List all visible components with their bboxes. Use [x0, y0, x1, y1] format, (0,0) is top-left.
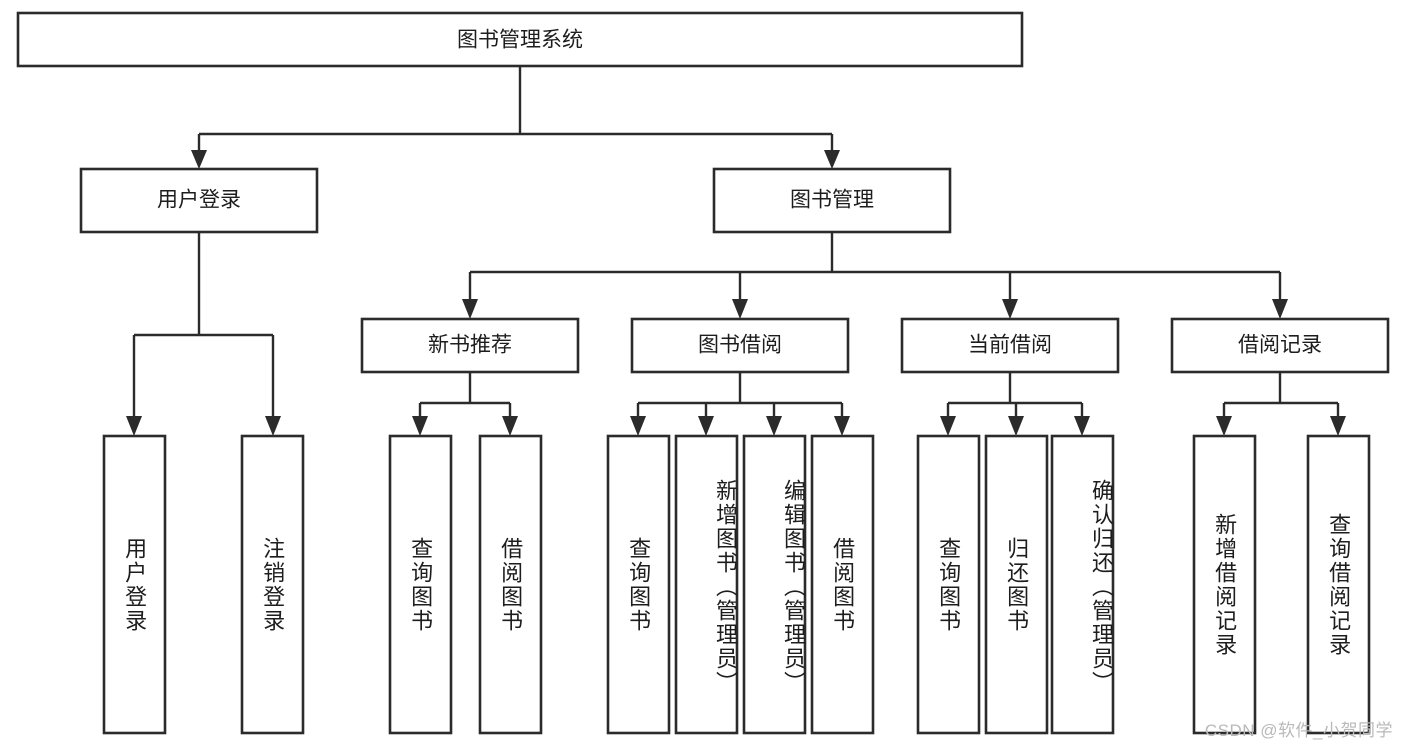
node-book-borrow[interactable]: 图书借阅: [630, 317, 850, 374]
connectors-user-login-to-leaves: [126, 232, 281, 436]
node-book-manage[interactable]: 图书管理: [712, 167, 952, 234]
arrow-current-borrow-leaf1: [940, 416, 956, 436]
connectors-book-manage-to-level3: [462, 232, 1288, 319]
leaf-box-current-borrow-1[interactable]: [916, 434, 981, 735]
leaf-box-book-borrow-4[interactable]: [810, 434, 875, 735]
node-user-login-box[interactable]: [79, 167, 319, 234]
arrow-to-book-borrow: [732, 299, 748, 319]
node-current-borrow[interactable]: 当前借阅: [900, 317, 1120, 374]
leaf-boxes-user-login: [102, 434, 305, 735]
leaf-box-borrow-records-1[interactable]: [1192, 434, 1257, 735]
leaf-box-borrow-records-2[interactable]: [1306, 434, 1371, 735]
node-book-borrow-box[interactable]: [630, 317, 850, 374]
leaf-boxes-current-borrow: [916, 434, 1115, 735]
arrow-current-borrow-leaf2: [1008, 416, 1024, 436]
arrow-to-borrow-records: [1272, 299, 1288, 319]
arrow-new-book-leaf1: [412, 416, 428, 436]
leaf-box-current-borrow-3[interactable]: [1050, 434, 1115, 735]
node-book-manage-label: 图书管理: [790, 189, 874, 212]
leaf-box-user-login-2[interactable]: [240, 434, 305, 735]
arrow-to-user-login: [191, 150, 207, 169]
connectors-root-to-level2: [191, 66, 840, 169]
node-borrow-records[interactable]: 借阅记录: [1170, 317, 1390, 374]
node-user-login[interactable]: 用户登录: [79, 167, 319, 234]
node-new-book-recommend-box[interactable]: [360, 317, 580, 374]
arrow-borrow-records-leaf1: [1216, 416, 1232, 436]
connectors-current-borrow-to-leaves: [940, 372, 1090, 436]
node-borrow-records-box[interactable]: [1170, 317, 1390, 374]
node-root[interactable]: 图书管理系统: [16, 11, 1024, 68]
connectors-book-borrow-to-leaves: [630, 372, 850, 436]
node-borrow-records-label: 借阅记录: [1238, 334, 1322, 357]
leaf-boxes-borrow-records: [1192, 434, 1371, 735]
leaf-box-book-borrow-1[interactable]: [606, 434, 671, 735]
node-current-borrow-box[interactable]: [900, 317, 1120, 374]
arrow-book-borrow-leaf4: [834, 416, 850, 436]
arrow-book-borrow-leaf3: [766, 416, 782, 436]
node-book-borrow-label: 图书借阅: [698, 334, 782, 357]
leaf-box-new-book-2[interactable]: [478, 434, 543, 735]
node-root-box[interactable]: [16, 11, 1024, 68]
arrow-to-current-borrow: [1002, 299, 1018, 319]
arrow-user-login-leaf1: [126, 416, 142, 436]
arrow-to-book-manage: [824, 150, 840, 169]
leaf-box-current-borrow-2[interactable]: [984, 434, 1049, 735]
node-current-borrow-label: 当前借阅: [968, 334, 1052, 357]
leaf-box-book-borrow-3[interactable]: [742, 434, 807, 735]
arrow-to-new-book: [462, 299, 478, 319]
leaf-box-user-login-1[interactable]: [102, 434, 167, 735]
leaf-boxes-new-book-recommend: [388, 434, 543, 735]
arrow-book-borrow-leaf1: [630, 416, 646, 436]
leaf-box-book-borrow-2[interactable]: [674, 434, 739, 735]
arrow-new-book-leaf2: [502, 416, 518, 436]
node-new-book-recommend[interactable]: 新书推荐: [360, 317, 580, 374]
node-new-book-recommend-label: 新书推荐: [428, 334, 512, 357]
node-book-manage-box[interactable]: [712, 167, 952, 234]
node-root-label: 图书管理系统: [457, 29, 583, 52]
arrow-borrow-records-leaf2: [1330, 416, 1346, 436]
arrow-user-login-leaf2: [265, 416, 281, 436]
leaf-boxes-book-borrow: [606, 434, 875, 735]
node-user-login-label: 用户登录: [157, 189, 241, 212]
arrow-book-borrow-leaf2: [698, 416, 714, 436]
connectors-new-book-to-leaves: [412, 372, 518, 436]
arrow-current-borrow-leaf3: [1074, 416, 1090, 436]
watermark: CSDN @软件_小贺同学: [1204, 721, 1393, 740]
connectors-borrow-records-to-leaves: [1216, 372, 1346, 436]
leaf-box-new-book-1[interactable]: [388, 434, 453, 735]
